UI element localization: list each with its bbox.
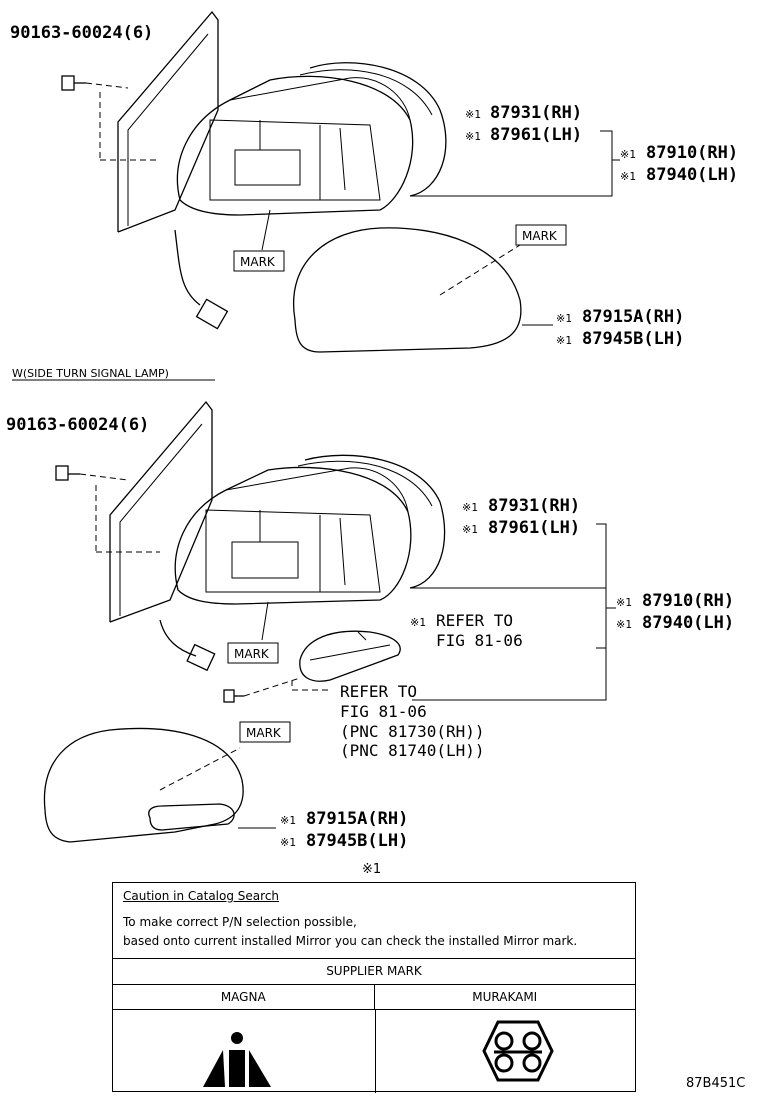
glass-lamp-cutout (148, 803, 235, 831)
top-mark-label-2: MARK (522, 229, 558, 243)
ref-symbol: ※1 (620, 170, 636, 183)
ref-symbol: ※1 (462, 523, 478, 536)
refer2-line3: (PNC 81730(RH)) (340, 722, 485, 741)
bottom-glass-rh: 87915A(RH) (306, 809, 408, 829)
caution-line-2: based onto current installed Mirror you … (123, 934, 578, 948)
top-mirror-bracket (117, 10, 219, 233)
top-assy-rh: 87910(RH) (646, 143, 738, 163)
top-screw-part-number: 90163-60024(6) (10, 23, 153, 43)
top-glass-rh: 87915A(RH) (582, 307, 684, 327)
refer2-line1: REFER TO (340, 682, 417, 701)
bottom-assy-rh: 87910(RH) (642, 591, 734, 611)
bottom-glass-lh: 87945B(LH) (306, 831, 408, 851)
top-cover-lh: 87961(LH) (490, 125, 582, 145)
ref-symbol: ※1 (620, 148, 636, 161)
turn-signal-lamp (299, 630, 401, 682)
top-mark-box-1 (233, 250, 285, 272)
bottom-cover-lh: 87961(LH) (488, 518, 580, 538)
caution-table: Caution in Catalog Search To make correc… (112, 882, 636, 1093)
refer2-line4: (PNC 81740(LH)) (340, 741, 485, 760)
ref-symbol: ※1 (280, 836, 296, 849)
bottom-mark-box-2 (239, 721, 291, 743)
bottom-harness (159, 619, 197, 657)
note-symbol: ※1 (362, 862, 382, 877)
supplier-columns: MAGNA MURAKAMI (113, 985, 635, 1010)
top-mark-label-1: MARK (240, 255, 276, 269)
refer1-line2: FIG 81-06 (436, 631, 523, 650)
ref-symbol: ※1 (465, 130, 481, 143)
bottom-mirror-bracket (109, 400, 213, 623)
bottom-mark-label-1: MARK (234, 647, 270, 661)
refer2-line2: FIG 81-06 (340, 702, 427, 721)
bottom-mirror-cover (304, 454, 446, 589)
bottom-screw-icon (55, 465, 80, 481)
top-connector-icon (195, 298, 229, 330)
bottom-screw-part-number: 90163-60024(6) (6, 415, 149, 435)
section-label: W(SIDE TURN SIGNAL LAMP) (12, 367, 169, 380)
top-assembly: 90163-60024(6) MARK MARK ※1 87931( (10, 10, 738, 353)
bottom-connector-icon (186, 643, 216, 672)
top-mirror-cover (309, 62, 447, 197)
bottom-assy-lh: 87940(LH) (642, 613, 734, 633)
caution-title: Caution in Catalog Search (123, 889, 280, 903)
ref-symbol: ※1 (462, 501, 478, 514)
ref-symbol: ※1 (556, 334, 572, 347)
ref-symbol: ※1 (616, 618, 632, 631)
ref-symbol: ※1 (280, 814, 296, 827)
lamp-screw-icon (223, 689, 244, 703)
caution-line-1: To make correct P/N selection possible, (123, 915, 357, 929)
caution-header: Caution in Catalog Search To make correc… (113, 883, 635, 959)
top-mirror-body (176, 75, 414, 216)
top-mirror-glass (292, 227, 522, 353)
top-assy-lh: 87940(LH) (646, 165, 738, 185)
magna-logo-icon (113, 1010, 376, 1093)
supplier-logos (113, 1010, 635, 1093)
bottom-assembly: 90163-60024(6) MARK (6, 400, 734, 851)
bottom-mirror-glass (43, 727, 244, 843)
supplier-mark-header: SUPPLIER MARK (113, 959, 635, 985)
top-harness (174, 229, 201, 306)
bottom-cover-rh: 87931(RH) (488, 496, 580, 516)
supplier-murakami: MURAKAMI (472, 990, 538, 1004)
top-glass-lh: 87945B(LH) (582, 329, 684, 349)
top-cover-rh: 87931(RH) (490, 103, 582, 123)
refer1-line1: REFER TO (436, 611, 513, 630)
bottom-mark-label-2: MARK (246, 726, 282, 740)
supplier-magna: MAGNA (113, 985, 375, 1009)
bottom-mark-box-1 (227, 642, 279, 664)
bottom-mirror-body (174, 466, 412, 605)
top-screw-icon (61, 75, 86, 91)
murakami-logo-icon (376, 1010, 638, 1093)
ref-symbol: ※1 (465, 108, 481, 121)
figure-code: 87B451C (686, 1076, 746, 1091)
top-mark-box-2 (515, 224, 567, 246)
ref-symbol: ※1 (556, 312, 572, 325)
ref-symbol: ※1 (410, 616, 426, 629)
ref-symbol: ※1 (616, 596, 632, 609)
